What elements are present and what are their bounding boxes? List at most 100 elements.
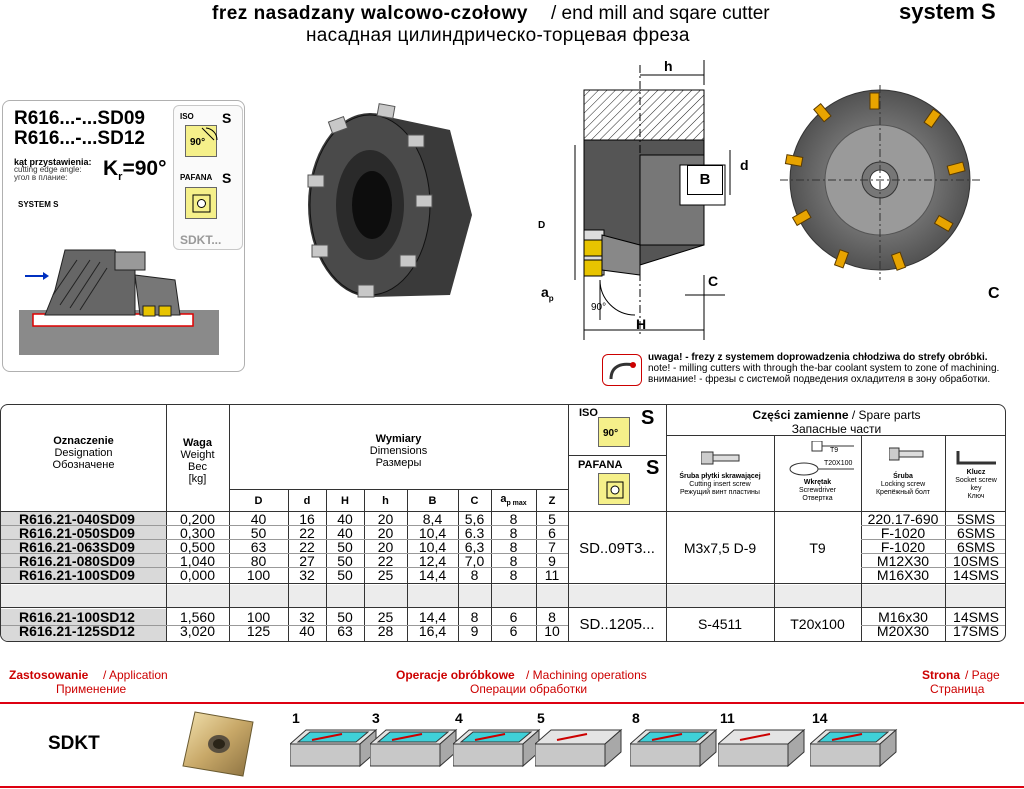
pafana-insert-icon <box>185 187 217 219</box>
cell-name: R616.21-050SD09 <box>19 525 135 541</box>
cell-name: R616.21-100SD09 <box>19 567 135 583</box>
cell-B: 16,4 <box>418 623 447 639</box>
cell-w: 3,020 <box>179 623 216 639</box>
cell-ap: 6 <box>509 609 518 625</box>
operation-number: 8 <box>632 710 640 726</box>
cell-d: 32 <box>299 609 315 625</box>
cell-C: 6,3 <box>464 539 485 555</box>
col-d: d <box>303 495 311 507</box>
cell-h: 20 <box>377 525 394 541</box>
angle-label-pl: kąt przystawienia: <box>14 157 92 167</box>
dim-ap: ap <box>541 284 554 303</box>
cell-B: 12,4 <box>418 553 447 569</box>
cell-Z: 5 <box>548 511 556 527</box>
sd12-driver: T20x100 <box>790 616 845 632</box>
application-label-pl: Zastosowanie <box>9 668 89 682</box>
iso-s-header: S <box>641 407 655 429</box>
operation-icon <box>453 728 541 768</box>
cell-h: 28 <box>377 623 394 639</box>
separator-row <box>1 585 1005 607</box>
dim-h: h <box>664 58 673 74</box>
angle-label-en: cutting edge angle: <box>14 165 82 174</box>
operations-label-en: / Machining operations <box>526 668 647 682</box>
cell-Z: 9 <box>548 553 556 569</box>
cell-name: R616.21-080SD09 <box>19 553 135 569</box>
operation-icon <box>630 728 718 768</box>
pafana-header: PAFANA <box>578 459 623 471</box>
cell-Z: 7 <box>548 539 556 555</box>
cell-H: 40 <box>337 511 353 527</box>
cell-H: 40 <box>337 525 353 541</box>
cell-Z: 6 <box>548 525 556 541</box>
col-B: B <box>428 495 437 507</box>
sd09-driver: T9 <box>809 540 826 556</box>
cell-key: 6SMS <box>956 525 996 541</box>
cell-Z: 11 <box>544 567 560 583</box>
note-ru: внимание! - фрезы с системой подведения … <box>648 374 991 385</box>
angle-label-ru: угол в плание: <box>14 173 68 182</box>
col-C: C <box>470 495 479 507</box>
application-label-en: / Application <box>103 668 168 682</box>
page-label-en: / Page <box>965 668 1000 682</box>
cell-key: 17SMS <box>953 623 999 639</box>
iso-label: ISO <box>180 112 194 121</box>
cell-C: 8 <box>470 567 479 583</box>
system-small-label: SYSTEM S <box>18 200 59 209</box>
locking-screw-icon <box>888 445 929 470</box>
code-sd12: R616...-...SD12 <box>14 128 145 149</box>
dim-angle: 90° <box>591 302 607 313</box>
footer-bottom-line <box>0 786 1024 788</box>
title-russian: насадная цилиндрическо-торцевая фреза <box>306 25 690 46</box>
insert-name: SDKT <box>48 733 100 754</box>
note-pl: uwaga! - frezy z systemem doprowadzenia … <box>648 352 988 363</box>
pafana-s: S <box>222 170 232 186</box>
iso-box-header: 90° <box>598 417 630 447</box>
hex-key-icon <box>956 449 1000 474</box>
cell-h: 25 <box>377 567 394 583</box>
coolant-icon <box>602 354 642 386</box>
application-label-ru: Применение <box>56 682 127 696</box>
col-H: H <box>341 495 349 507</box>
cell-d: 22 <box>299 539 315 555</box>
cell-name: R616.21-100SD12 <box>19 609 135 625</box>
cell-Z: 10 <box>544 623 560 639</box>
iso-header: ISO <box>579 407 598 419</box>
dim-C: C <box>708 273 719 289</box>
dim-D: D <box>538 220 546 231</box>
col-ap: ap max <box>500 493 527 508</box>
cell-w: 0,500 <box>179 539 216 555</box>
cell-key: 14SMS <box>953 609 999 625</box>
cutter-photo <box>307 103 472 298</box>
cell-name: R616.21-063SD09 <box>19 539 135 555</box>
page-label-pl: Strona <box>922 668 961 682</box>
cell-C: 8 <box>470 609 479 625</box>
cell-ap: 8 <box>509 525 518 541</box>
col-Z: Z <box>548 495 556 507</box>
pafana-label: PAFANA <box>180 173 213 182</box>
operations-label-ru: Операции обработки <box>470 682 588 696</box>
pafana-box-header <box>598 473 630 505</box>
cell-w: 0,000 <box>179 567 216 583</box>
cell-h: 25 <box>377 609 394 625</box>
operation-number: 3 <box>372 710 380 726</box>
footer-divider <box>0 702 1024 704</box>
sd12-insert: SD..1205... <box>579 616 655 633</box>
operation-number: 14 <box>812 710 828 726</box>
cell-Z: 8 <box>548 609 556 625</box>
cell-B: 14,4 <box>418 609 447 625</box>
cell-D: 100 <box>246 567 271 583</box>
cell-key: 6SMS <box>956 539 996 555</box>
cell-d: 32 <box>299 567 315 583</box>
cell-D: 50 <box>250 525 267 541</box>
